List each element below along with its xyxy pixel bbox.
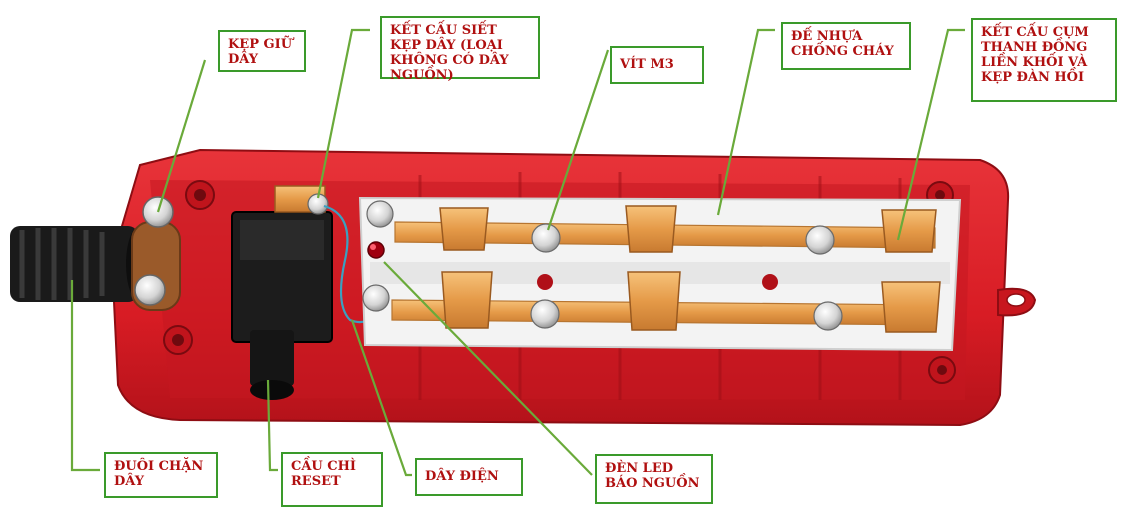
screw-icon — [135, 275, 165, 305]
label-ket-cau-cum: KẾT CẤU CỤM THANH ĐỒNG LIỀN KHỐI VÀ KẸP … — [971, 18, 1117, 102]
label-day-dien: DÂY ĐIỆN — [415, 458, 523, 496]
label-cau-chi-reset: CẦU CHÌ RESET — [281, 452, 383, 507]
label-kep-giu-day: KẸP GIỮ DÂY — [218, 30, 306, 72]
label-ket-cau-siet-kep: KẾT CẤU SIẾT KẸP DÂY (LOẠI KHÔNG CÓ DÂY … — [380, 16, 540, 79]
label-den-led: ĐÈN LED BÁO NGUỒN — [595, 454, 713, 504]
label-de-nhua: ĐẾ NHỰA CHỐNG CHÁY — [781, 22, 911, 70]
label-duoi-chan-day: ĐUÔI CHẶN DÂY — [104, 452, 218, 498]
led-indicator-icon — [368, 242, 384, 258]
label-vit-m3: VÍT M3 — [610, 46, 704, 84]
